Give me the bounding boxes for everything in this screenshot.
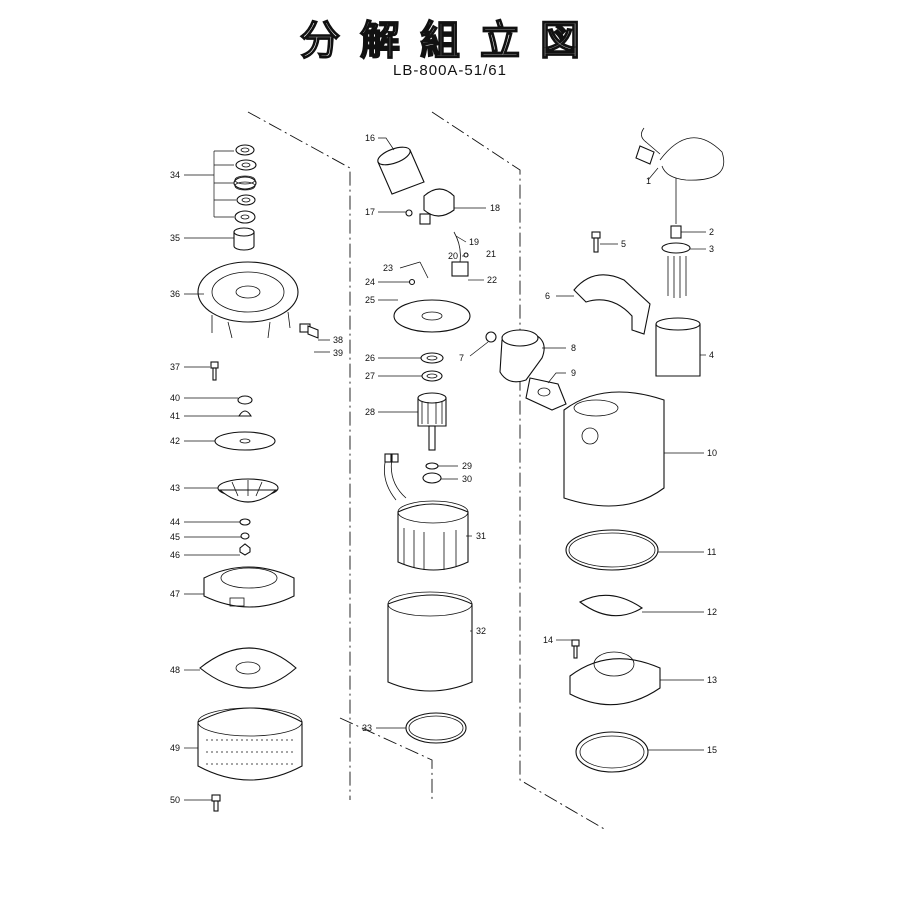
part-label-22: 22 [487,275,497,285]
part-number-labels: 1 2 3 4 5 6 7 8 9 10 11 12 13 14 15 16 1… [170,133,717,805]
part-label-42: 42 [170,436,180,446]
part-label-26: 26 [365,353,375,363]
part-label-27: 27 [365,371,375,381]
part-label-10: 10 [707,448,717,458]
part-label-49: 49 [170,743,180,753]
part-label-6: 6 [545,291,550,301]
part-label-34: 34 [170,170,180,180]
part-label-13: 13 [707,675,717,685]
part-label-46: 46 [170,550,180,560]
part-label-4: 4 [709,350,714,360]
part-label-38: 38 [333,335,343,345]
part-label-17: 17 [365,207,375,217]
part-label-41: 41 [170,411,180,421]
part-label-37: 37 [170,362,180,372]
part-label-36: 36 [170,289,180,299]
part-label-50: 50 [170,795,180,805]
assembly-axis-lines [247,111,607,831]
part-label-48: 48 [170,665,180,675]
part-label-32: 32 [476,626,486,636]
part-label-47: 47 [170,589,180,599]
part-label-31: 31 [476,531,486,541]
left-column-parts [197,144,319,812]
center-column-parts [377,146,473,744]
part-label-39: 39 [333,348,343,358]
diagram-title: 分解組立図 [299,17,600,64]
part-label-23: 23 [383,263,393,273]
part-label-1: 1 [646,176,651,186]
part-label-19: 19 [469,237,479,247]
part-label-33: 33 [362,723,372,733]
part-label-11: 11 [707,547,716,557]
part-label-5: 5 [621,239,626,249]
part-label-24: 24 [365,277,375,287]
part-label-9: 9 [571,368,576,378]
part-label-2: 2 [709,227,714,237]
part-label-28: 28 [365,407,375,417]
part-label-14: 14 [543,635,553,645]
part-label-45: 45 [170,532,180,542]
part-label-43: 43 [170,483,180,493]
model-number: LB-800A-51/61 [393,62,507,79]
part-label-7: 7 [459,353,464,363]
part-label-3: 3 [709,244,714,254]
part-label-12: 12 [707,607,717,617]
part-label-40: 40 [170,393,180,403]
part-label-18: 18 [490,203,500,213]
part-label-44: 44 [170,517,180,527]
part-label-25: 25 [365,295,375,305]
part-label-29: 29 [462,461,472,471]
part-label-8: 8 [571,343,576,353]
part-label-21: 21 [486,249,496,259]
part-label-16: 16 [365,133,375,143]
part-label-15: 15 [707,745,717,755]
right-column-parts [485,127,725,773]
leader-lines [184,137,706,801]
part-label-30: 30 [462,474,472,484]
part-label-35: 35 [170,233,180,243]
part-label-20: 20 [448,251,458,261]
